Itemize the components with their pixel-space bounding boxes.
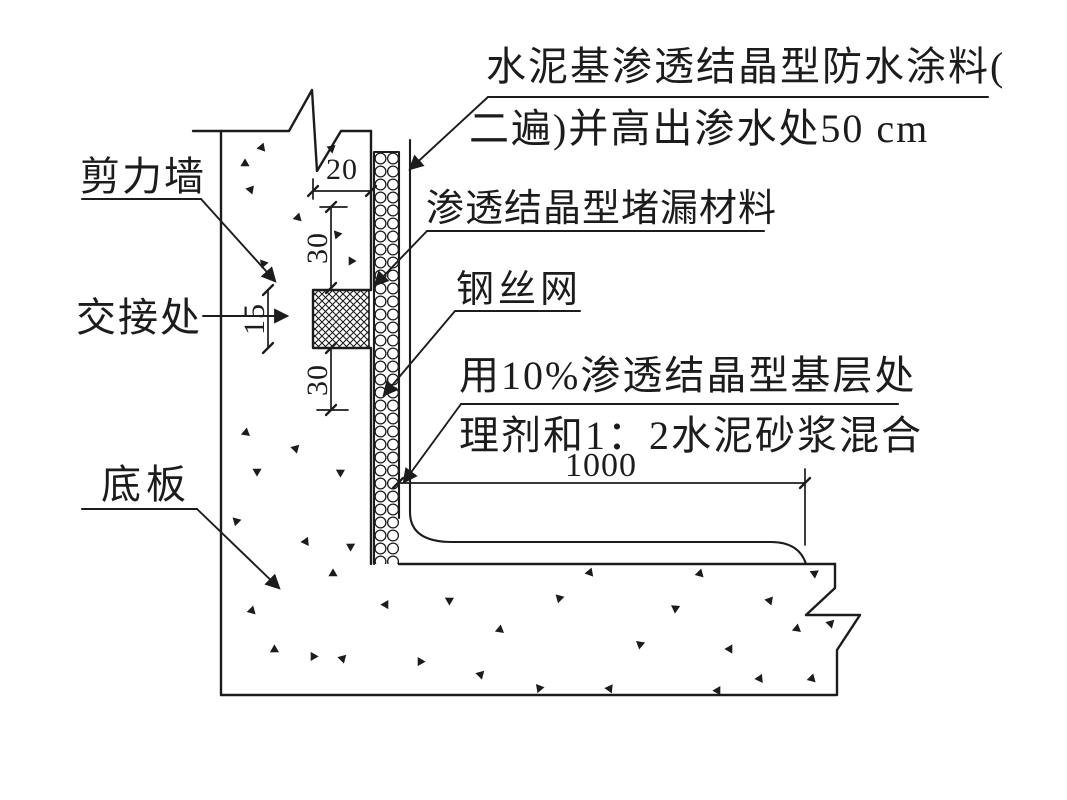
mortar-mesh-fill	[374, 152, 399, 564]
left-labels: 剪力墙 交接处 底板	[76, 154, 290, 590]
dimension-30-below: 30	[301, 341, 349, 417]
stipple-dot	[584, 567, 594, 577]
stipple-dot	[444, 597, 454, 606]
stipple-dot	[380, 600, 389, 610]
shear-wall-label: 剪力墙	[80, 154, 206, 199]
stipple-dot	[337, 654, 347, 664]
stipple-dot	[328, 568, 338, 577]
stipple-dot	[555, 594, 565, 604]
stipple-dot	[245, 185, 254, 195]
wire-mesh-leader	[382, 310, 456, 397]
stipple-dot	[475, 670, 485, 680]
waterproof-coating-label-line2: 二遍)并高出渗水处50 cm	[469, 106, 929, 151]
mortar-note-leader	[402, 403, 462, 484]
stipple-dot	[825, 619, 835, 629]
wire-mesh-label: 钢丝网	[456, 269, 582, 311]
stipple-dot	[326, 145, 336, 154]
dimension-1000: 1000	[391, 447, 812, 546]
base-slab-leader	[196, 508, 281, 590]
mortar-strip-edges	[372, 150, 401, 566]
stipple-dot	[604, 684, 613, 694]
junction-label: 交接处	[76, 295, 202, 340]
slab-right-break-line	[804, 562, 862, 697]
coating-mortar-surface-line	[408, 138, 808, 566]
leak-plug-block	[312, 289, 370, 349]
stipple-dot	[232, 517, 242, 527]
stipple-dot	[712, 686, 721, 696]
concrete-stipple	[232, 142, 835, 696]
stipple-dot	[671, 605, 681, 614]
stipple-dot	[246, 605, 256, 615]
plugging-material-annotation: 渗透结晶型堵漏材料	[373, 188, 777, 287]
shear-wall-leader	[200, 198, 277, 283]
plugging-material-label: 渗透结晶型堵漏材料	[426, 188, 777, 230]
dimension-15-value: 15	[238, 303, 271, 335]
mortar-note-annotation: 用10%渗透结晶型基层处 理剂和1：2水泥砂浆混合	[402, 353, 923, 484]
stipple-dot	[754, 673, 763, 683]
mortar-mesh-strip	[372, 150, 401, 566]
stipple-dot	[535, 684, 545, 694]
stipple-dot	[348, 256, 357, 266]
wall-slab-outline	[191, 88, 862, 697]
stipple-dot	[292, 212, 302, 222]
waterproof-coating-annotation: 水泥基渗透结晶型防水涂料( 二遍)并高出渗水处50 cm	[408, 44, 1005, 171]
stipple-dot	[791, 623, 801, 633]
stipple-dot	[333, 230, 343, 240]
stipple-dot	[809, 570, 819, 579]
mortar-note-label-line2: 理剂和1：2水泥砂浆混合	[459, 413, 923, 458]
wall-top-break-line	[191, 88, 373, 173]
stipple-dot	[694, 568, 704, 578]
stipple-dot	[252, 468, 262, 477]
base-slab-label: 底板	[101, 462, 191, 507]
stipple-dot	[764, 596, 773, 606]
dimension-20-value: 20	[326, 153, 358, 186]
dimension-30-above: 30	[301, 200, 348, 295]
stipple-dot	[724, 644, 733, 654]
waterproof-coating-label-line1: 水泥基渗透结晶型防水涂料(	[486, 44, 1005, 89]
mortar-note-label-line1: 用10%渗透结晶型基层处	[459, 353, 916, 398]
stipple-dot	[240, 158, 250, 167]
dimension-1000-value: 1000	[565, 447, 637, 484]
plugging-material-leader	[373, 230, 428, 287]
stipple-dot	[636, 640, 646, 650]
dimension-30-below-value: 30	[301, 364, 334, 396]
stipple-dot	[256, 142, 266, 152]
dimension-30-above-value: 30	[301, 232, 334, 264]
stipple-dot	[335, 469, 345, 478]
stipple-dot	[300, 536, 309, 546]
stipple-dot	[310, 651, 319, 661]
stipple-dot	[290, 444, 300, 454]
dimension-20: 20	[306, 153, 378, 200]
stipple-dot	[269, 644, 279, 653]
stipple-dot	[494, 624, 504, 634]
wire-mesh-annotation: 钢丝网	[382, 269, 582, 397]
dimension-15: 15	[238, 283, 275, 355]
stipple-dot	[806, 673, 816, 683]
stipple-dot	[240, 427, 250, 437]
waterproof-coating-leader	[408, 96, 489, 171]
stipple-dot	[346, 543, 356, 552]
stipple-dot	[417, 657, 426, 667]
